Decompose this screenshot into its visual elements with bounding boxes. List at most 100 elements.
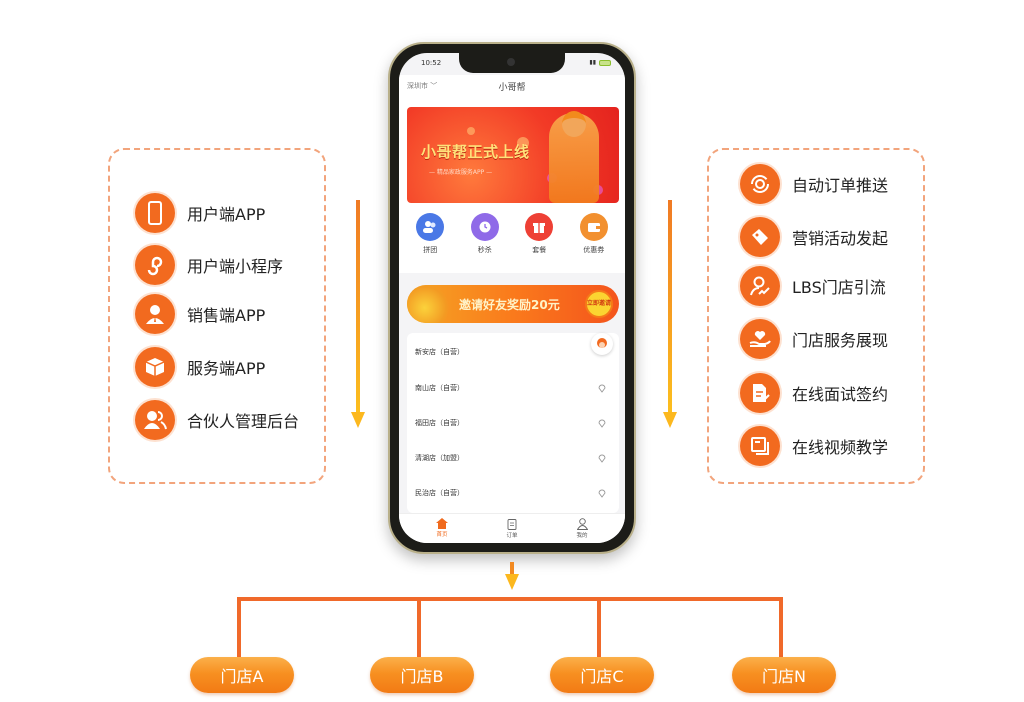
store-list-item[interactable]: 新安店（自营）	[415, 347, 611, 361]
quick-package[interactable]: 套餐	[519, 213, 559, 255]
partners-icon	[135, 400, 175, 440]
quick-flash-sale[interactable]: 秒杀	[465, 213, 505, 255]
invite-decoration	[407, 285, 451, 323]
store-name: 清湖店（加盟）	[415, 454, 464, 462]
quick-label: 套餐	[532, 246, 547, 254]
feature-marketing: 营销活动发起	[740, 217, 888, 257]
tab-label: 订单	[506, 533, 518, 539]
location-pin-icon	[598, 489, 606, 498]
feature-auto-order: 自动订单推送	[740, 164, 888, 204]
app-title: 小哥帮	[498, 83, 526, 93]
store-list-item[interactable]: 南山店（自营）	[415, 383, 611, 397]
location-pin-icon	[598, 454, 606, 463]
store-features-panel	[707, 148, 925, 484]
clipboard-icon	[507, 519, 517, 530]
store-list: 新安店（自营） 南山店（自营） 福田店（自营） 清湖店（加盟） 民治店（自营）	[407, 333, 619, 513]
tab-orders[interactable]: 订单	[492, 514, 532, 543]
store-list-item[interactable]: 清湖店（加盟）	[415, 453, 611, 467]
banner-subtitle: — 精品家政服务APP —	[429, 169, 493, 176]
refresh-icon	[740, 164, 780, 204]
status-bar: 10:52 ▮▮	[399, 56, 625, 72]
gift-icon	[525, 213, 554, 241]
phone-notch	[459, 53, 565, 73]
feature-partner-admin: 合伙人管理后台	[135, 400, 299, 440]
coupon-wallet-icon	[579, 213, 608, 241]
quick-actions: 拼团 秒杀 套餐 优惠券	[399, 213, 625, 255]
feature-mini-program: 用户端小程序	[135, 245, 283, 285]
alarm-clock-icon	[470, 213, 499, 241]
feature-service-app: 服务端APP	[135, 347, 265, 387]
phone-mockup: 10:52 ▮▮ 深圳市 ﹀ 小哥帮 小哥帮正式上线 — 精品家政服务APP —	[388, 42, 636, 554]
feature-label: 在线视频教学	[792, 438, 889, 457]
phone-icon	[135, 193, 175, 233]
battery-icon	[599, 59, 611, 66]
quick-group-buy[interactable]: 拼团	[410, 213, 450, 255]
phone-screen: 10:52 ▮▮ 深圳市 ﹀ 小哥帮 小哥帮正式上线 — 精品家政服务APP —	[399, 53, 625, 543]
quick-coupon[interactable]: 优惠券	[574, 213, 614, 255]
banner-title: 小哥帮正式上线	[421, 143, 530, 161]
courier-head	[562, 111, 586, 137]
feature-label: 营销活动发起	[792, 229, 889, 248]
arrow-down-left	[351, 200, 365, 428]
tag-icon	[740, 217, 780, 257]
feature-label: 自动订单推送	[792, 176, 889, 195]
app-header: 深圳市 ﹀ 小哥帮	[399, 75, 625, 97]
feature-online-interview: 在线面试签约	[740, 373, 888, 413]
store-c-button[interactable]: 门店C	[550, 657, 654, 693]
store-name: 福田店（自营）	[415, 419, 464, 427]
feature-label: 销售端APP	[187, 306, 266, 325]
feature-label: 门店服务展现	[792, 331, 889, 350]
box-icon	[135, 347, 175, 387]
feature-lbs: LBS门店引流	[740, 266, 886, 306]
feature-label: LBS门店引流	[792, 278, 886, 297]
status-icons: ▮▮	[589, 59, 611, 66]
tab-profile[interactable]: 我的	[562, 514, 602, 543]
signal-icon: ▮▮	[589, 59, 596, 66]
arrow-down-right	[663, 200, 677, 428]
store-name: 民治店（自营）	[415, 489, 464, 497]
feature-label: 合伙人管理后台	[187, 412, 300, 431]
video-course-icon	[740, 426, 780, 466]
invite-banner[interactable]: 邀请好友奖励20元 立即邀请	[407, 285, 619, 323]
feature-label: 用户端APP	[187, 205, 266, 224]
feature-user-app: 用户端APP	[135, 193, 265, 233]
city-selector[interactable]: 深圳市 ﹀	[407, 82, 438, 90]
group-icon	[416, 213, 445, 241]
feature-label: 服务端APP	[187, 359, 266, 378]
hand-heart-icon	[740, 319, 780, 359]
invite-text: 邀请好友奖励20元	[459, 298, 560, 312]
store-name: 南山店（自营）	[415, 384, 464, 392]
feature-video-teaching: 在线视频教学	[740, 426, 888, 466]
feature-label: 在线面试签约	[792, 385, 889, 404]
store-list-item[interactable]: 福田店（自营）	[415, 418, 611, 432]
store-n-button[interactable]: 门店N	[732, 657, 836, 693]
quick-label: 拼团	[423, 246, 438, 254]
quick-label: 优惠券	[583, 246, 605, 254]
promo-banner[interactable]: 小哥帮正式上线 — 精品家政服务APP —	[407, 107, 619, 203]
tab-label: 首页	[436, 532, 448, 538]
branch-line	[237, 597, 783, 601]
store-b-button[interactable]: 门店B	[370, 657, 474, 693]
invite-now-button[interactable]: 立即邀请	[585, 290, 613, 318]
store-list-item[interactable]: 民治店（自营）	[415, 488, 611, 502]
status-time: 10:52	[421, 59, 442, 67]
location-pin-icon	[598, 384, 606, 393]
user-growth-icon	[740, 266, 780, 306]
location-pin-icon	[598, 419, 606, 428]
salesperson-icon	[135, 294, 175, 334]
feature-store-showcase: 门店服务展现	[740, 319, 888, 359]
home-icon	[436, 518, 448, 529]
tab-home[interactable]: 首页	[422, 514, 462, 543]
mini-program-icon	[135, 245, 175, 285]
quick-label: 秒杀	[477, 246, 492, 254]
document-sign-icon	[740, 373, 780, 413]
feature-sales-app: 销售端APP	[135, 294, 265, 334]
feature-label: 用户端小程序	[187, 257, 284, 276]
arrow-down-center	[505, 562, 519, 590]
store-name: 新安店（自营）	[415, 348, 464, 356]
user-icon	[576, 518, 588, 530]
bottom-tab-bar: 首页 订单 我的	[399, 513, 625, 543]
customer-service-avatar[interactable]	[591, 333, 613, 355]
store-a-button[interactable]: 门店A	[190, 657, 294, 693]
tab-label: 我的	[576, 533, 588, 539]
